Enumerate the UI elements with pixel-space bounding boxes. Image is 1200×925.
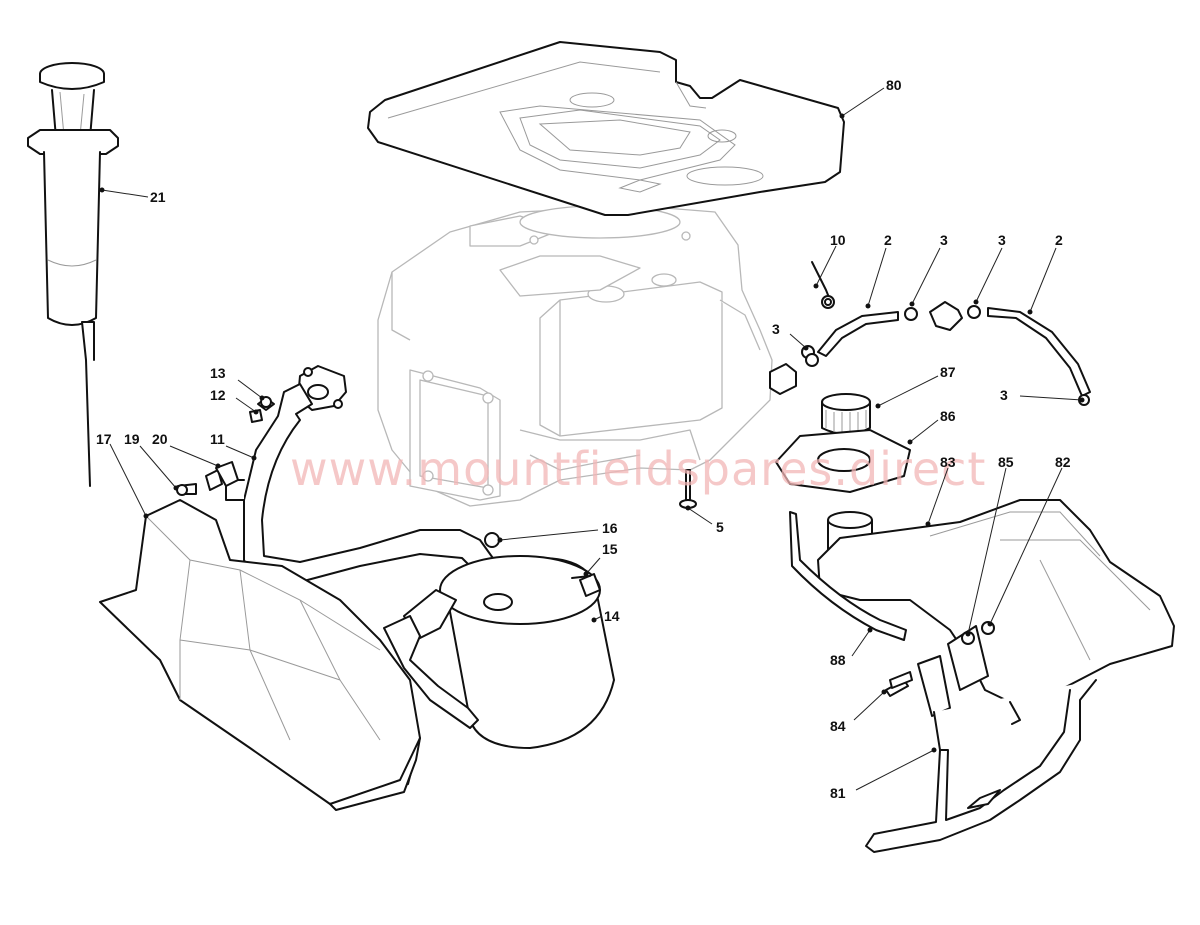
callout-13: 13 bbox=[210, 365, 226, 381]
tank-bracket bbox=[865, 655, 1097, 853]
fuel-tank bbox=[789, 499, 1175, 703]
heat-shield bbox=[99, 461, 421, 811]
callout-83: 83 bbox=[940, 454, 956, 470]
leader-2a bbox=[867, 247, 887, 307]
callout-3d: 3 bbox=[1000, 387, 1008, 403]
leader-86 bbox=[909, 419, 939, 443]
leader-10 bbox=[815, 245, 837, 287]
watermark: www.mountfieldspares.direct bbox=[290, 442, 986, 496]
callout-3c: 3 bbox=[772, 321, 780, 337]
bolt-5 bbox=[679, 469, 697, 509]
leader-85 bbox=[967, 467, 1007, 635]
callout-16: 16 bbox=[602, 520, 618, 536]
callout-5: 5 bbox=[716, 519, 724, 535]
leader-17 bbox=[109, 443, 147, 517]
callout-87: 87 bbox=[940, 364, 956, 380]
tank-gasket bbox=[775, 429, 911, 493]
leader-3d bbox=[1019, 395, 1083, 401]
callout-86: 86 bbox=[940, 408, 956, 424]
callout-2b: 2 bbox=[1055, 232, 1063, 248]
leader-12 bbox=[235, 397, 257, 413]
callout-82: 82 bbox=[1055, 454, 1071, 470]
leader-83 bbox=[927, 467, 949, 525]
callout-15: 15 bbox=[602, 541, 618, 557]
callout-3a: 3 bbox=[940, 232, 948, 248]
leader-13 bbox=[237, 379, 263, 399]
leader-5 bbox=[687, 507, 713, 525]
leader-3b bbox=[975, 247, 1003, 303]
leader-19 bbox=[139, 445, 177, 489]
leader-82 bbox=[989, 467, 1063, 625]
bolt-84 bbox=[889, 671, 913, 689]
callout-20: 20 bbox=[152, 431, 168, 447]
leader-3c bbox=[789, 333, 807, 349]
callout-11: 11 bbox=[210, 431, 225, 447]
callout-21: 21 bbox=[150, 189, 166, 205]
callout-85: 85 bbox=[998, 454, 1014, 470]
leader-21 bbox=[101, 189, 149, 198]
callout-88: 88 bbox=[830, 652, 846, 668]
callout-10: 10 bbox=[830, 232, 846, 248]
leader-15 bbox=[585, 557, 601, 575]
fuel-cap bbox=[821, 393, 871, 435]
leader-81 bbox=[855, 749, 935, 791]
callouts: 80 21 10 2 3 3 2 3 87 3 bbox=[96, 77, 1085, 801]
callout-84: 84 bbox=[830, 718, 846, 734]
leader-3a bbox=[911, 247, 941, 305]
callout-3b: 3 bbox=[998, 232, 1006, 248]
leader-2b bbox=[1029, 247, 1057, 313]
leader-16 bbox=[499, 529, 599, 541]
callout-17: 17 bbox=[96, 431, 112, 447]
oil-syringe bbox=[27, 62, 119, 487]
callout-2a: 2 bbox=[884, 232, 892, 248]
leader-84 bbox=[853, 691, 885, 721]
callout-19: 19 bbox=[124, 431, 140, 447]
leader-80 bbox=[841, 87, 885, 117]
leader-87 bbox=[877, 375, 939, 407]
callout-14: 14 bbox=[604, 608, 620, 624]
fuel-line-assembly bbox=[769, 261, 1091, 406]
callout-12: 12 bbox=[210, 387, 226, 403]
leader-11 bbox=[225, 445, 255, 459]
leader-88 bbox=[851, 629, 871, 657]
callout-80: 80 bbox=[886, 77, 902, 93]
leader-20 bbox=[169, 445, 219, 467]
cover-plate bbox=[367, 41, 845, 216]
silencer bbox=[383, 532, 615, 749]
callout-81: 81 bbox=[830, 785, 846, 801]
